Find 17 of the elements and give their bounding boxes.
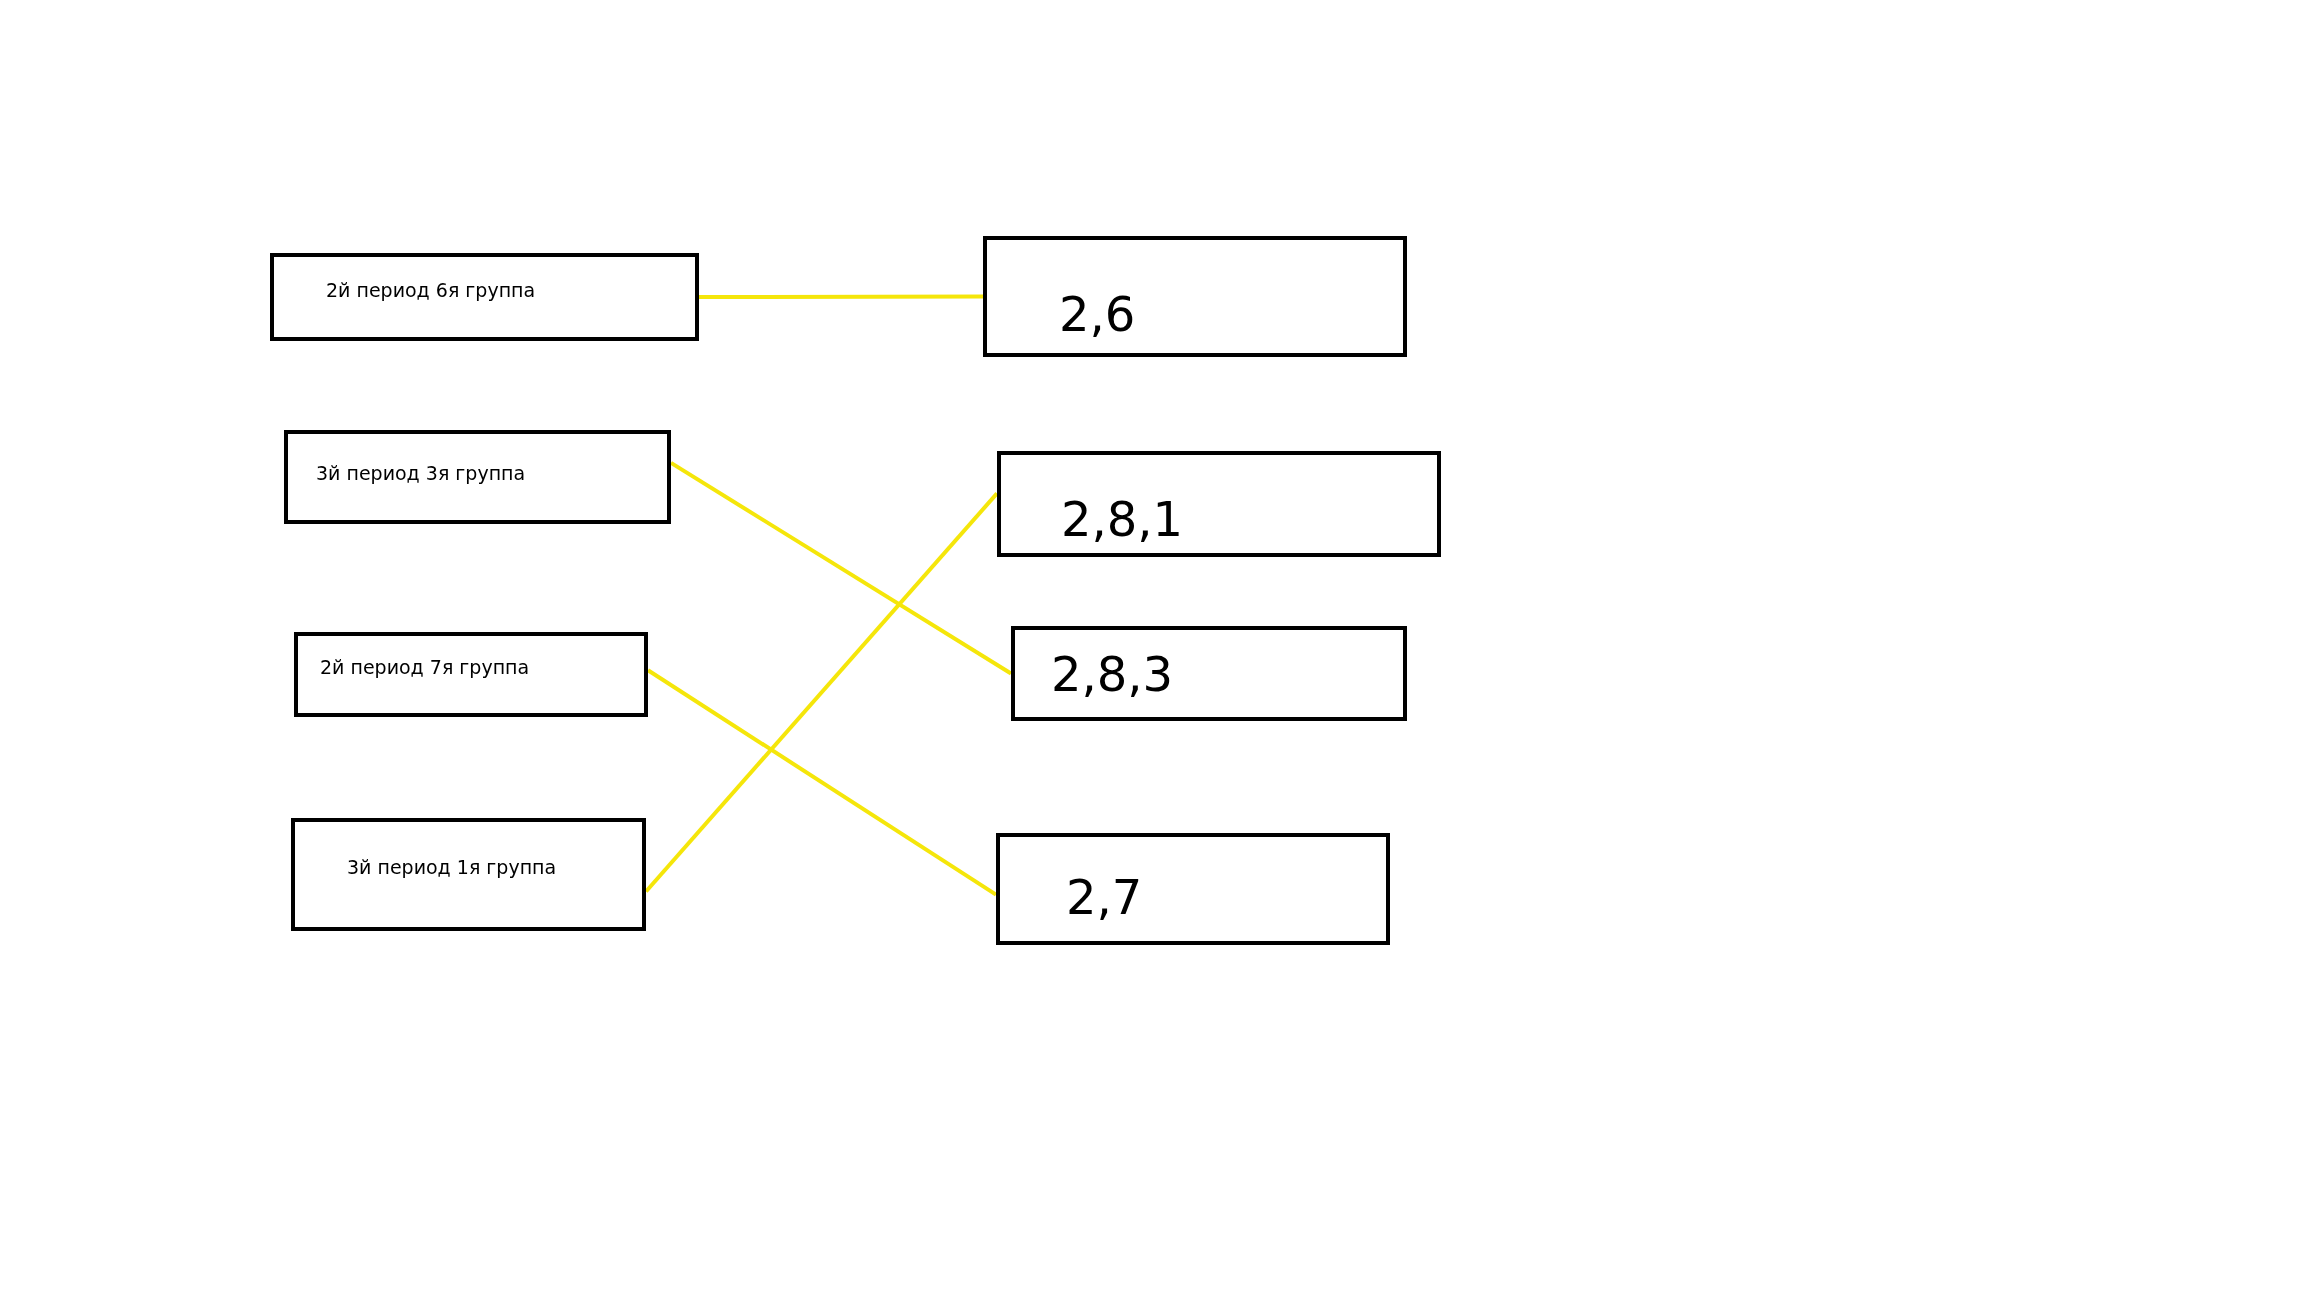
text-box (996, 833, 1390, 945)
text-box (983, 236, 1407, 357)
text-box (270, 253, 699, 341)
box-text: 2,8,1 (1061, 491, 1184, 547)
box-text: 2й период 7я группа (320, 656, 530, 678)
box-text: 2й период 6я группа (326, 279, 536, 301)
connector-line (699, 294, 983, 299)
text-box (1011, 626, 1407, 721)
box-text: 2,8,3 (1051, 646, 1174, 702)
box-text: 2,6 (1059, 286, 1136, 342)
box-text: 3й период 1я группа (347, 856, 557, 878)
box-text: 3й период 3я группа (316, 462, 526, 484)
text-box (291, 818, 646, 931)
text-box (294, 632, 648, 717)
box-text: 2,7 (1066, 869, 1143, 925)
text-box (997, 451, 1441, 557)
text-box (284, 430, 671, 524)
